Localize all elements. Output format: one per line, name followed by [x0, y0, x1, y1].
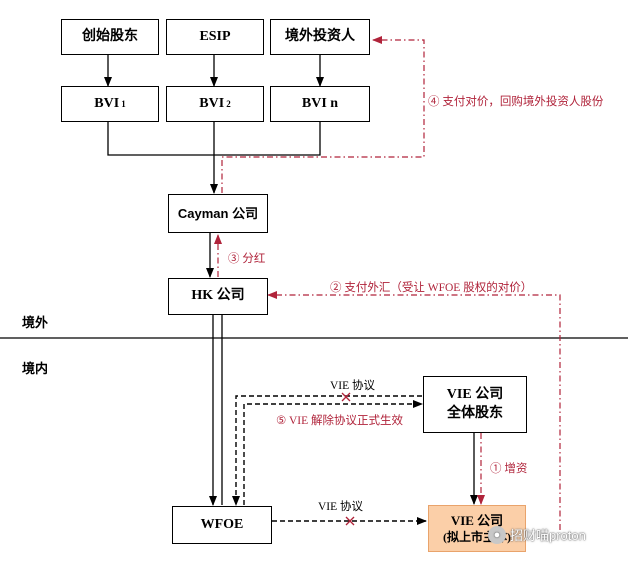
hk-box: HK 公司: [168, 278, 268, 315]
foreign-investors-label: 境外投资人: [285, 28, 355, 44]
vie-agreement-top-cancel-icon: [341, 392, 351, 402]
wfoe-label: WFOE: [200, 516, 244, 532]
wfoe-box: WFOE: [172, 506, 272, 544]
bvin-label: BVI n: [301, 95, 339, 111]
vie-agreement-bottom-label: VIE 协议: [318, 501, 364, 513]
vie-shareholders-line2: 全体股东: [447, 405, 503, 421]
cayman-label: Cayman 公司: [177, 205, 259, 221]
founders-label: 创始股东: [82, 28, 138, 44]
bvi1-subscript: 1: [121, 98, 126, 109]
vie-agreement-bottom-cancel-icon: [345, 516, 355, 526]
esip-box: ESIP: [166, 19, 264, 55]
vie-company-line1: VIE 公司: [450, 512, 504, 528]
vie-shareholders-box: VIE 公司 全体股东: [423, 376, 527, 433]
cayman-box: Cayman 公司: [168, 194, 268, 233]
flow-step2: [267, 291, 561, 530]
bvin-box: BVI n: [270, 86, 370, 122]
step1-label: ① 增资: [490, 463, 528, 475]
region-overseas-label: 境外: [22, 315, 49, 330]
vie-agreement-top-label: VIE 协议: [330, 380, 376, 392]
vie-shareholders-line1: VIE 公司: [446, 386, 504, 402]
step2-label: ② 支付外汇（受让 WFOE 股权的对价）: [330, 282, 533, 294]
hk-label: HK 公司: [191, 288, 245, 304]
wechat-icon: ●: [488, 525, 506, 544]
bvi2-label: BVI: [199, 95, 225, 111]
founders-box: 创始股东: [61, 19, 159, 55]
region-domestic-label: 境内: [22, 361, 49, 376]
flow-step4: [221, 36, 425, 193]
watermark-text: 招财喵proton: [510, 528, 586, 543]
vie-agreement-top-outer: [232, 395, 422, 506]
bvi2-subscript: 2: [226, 98, 231, 109]
bvi1-label: BVI: [94, 95, 120, 111]
vie-agreement-top-inner: [243, 400, 423, 505]
step5-label: ⑤ VIE 解除协议正式生效: [276, 415, 404, 427]
esip-label: ESIP: [199, 28, 231, 44]
step3-label: ③ 分红: [228, 253, 266, 265]
step4-label: ④ 支付对价，回购境外投资人股份: [428, 96, 604, 108]
watermark: ● 招财喵proton: [488, 525, 586, 544]
foreign-investors-box: 境外投资人: [270, 19, 370, 55]
